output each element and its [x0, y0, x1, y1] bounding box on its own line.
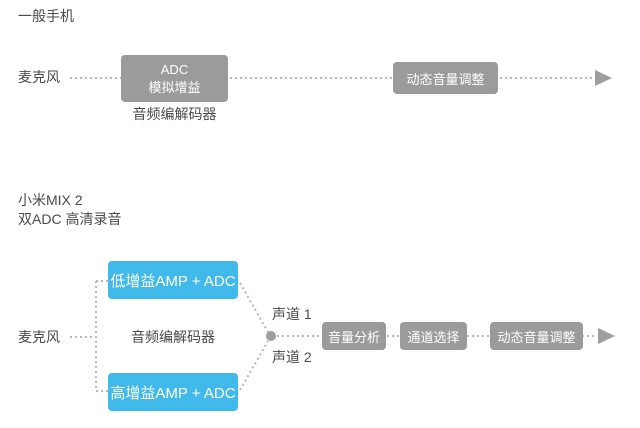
bottom-arrow-icon [598, 328, 615, 344]
junction-dot [266, 331, 276, 341]
adc-analog-gain-box: ADC 模拟增益 [121, 55, 228, 102]
top-title: 一般手机 [18, 8, 74, 24]
top-mic-label: 麦克风 [18, 69, 60, 85]
low-gain-amp-adc-box: 低增益AMP + ADC [108, 261, 238, 299]
channel2-label: 声道 2 [272, 349, 312, 365]
top-dynamic-volume-box: 动态音量调整 [393, 62, 498, 94]
bottom-title-line2: 双ADC 高清录音 [18, 211, 122, 227]
channel1-line [239, 282, 269, 333]
top-arrow-icon [595, 70, 612, 86]
bottom-mic-label: 麦克风 [18, 329, 60, 345]
channel-select-box: 通道选择 [400, 322, 467, 350]
adc-box-line2: 模拟增益 [148, 79, 201, 95]
adc-box-line1: ADC [160, 61, 189, 77]
volume-analysis-box: 音量分析 [322, 322, 386, 350]
bottom-codec-label: 音频编解码器 [131, 329, 215, 345]
channel1-label: 声道 1 [272, 306, 312, 322]
bottom-title-line1: 小米MIX 2 [18, 192, 83, 208]
channel2-line [239, 340, 269, 391]
top-codec-label: 音频编解码器 [132, 106, 217, 122]
bottom-dynamic-volume-box: 动态音量调整 [490, 322, 583, 350]
high-gain-amp-adc-box: 高增益AMP + ADC [108, 373, 238, 411]
